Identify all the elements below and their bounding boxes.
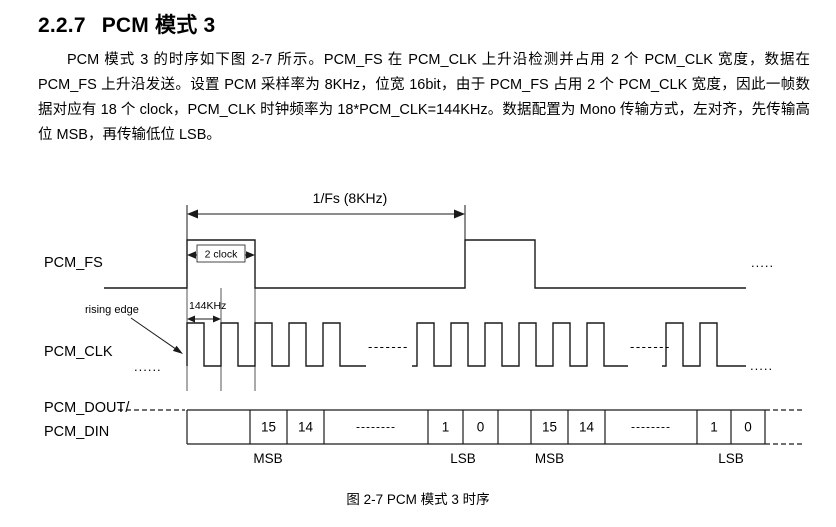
pcm-fs-label: PCM_FS xyxy=(44,255,103,271)
data-cell-frame2-bit15: 15 xyxy=(542,420,557,435)
data-cell-frame1-bit0: 0 xyxy=(477,420,485,435)
data-cell-frame1-bit14: 14 xyxy=(298,420,314,435)
rising-edge-label: rising edge xyxy=(85,304,139,316)
frame-period-label: 1/Fs (8KHz) xyxy=(313,190,388,206)
pcm-clk-waveform-segment-3 xyxy=(662,322,746,367)
data-cell-frame1-bit15: 15 xyxy=(261,420,276,435)
data-cell-frame2-gap: -------- xyxy=(631,420,671,434)
msb-label-1: MSB xyxy=(253,451,282,466)
data-band xyxy=(118,409,802,445)
two-clock-label-box xyxy=(196,244,246,263)
text-content: 2.2.7 PCM 模式 3 PCM 模式 3 的时序如下图 2-7 所示。PCM… xyxy=(0,12,836,148)
clk-period-arrowhead-left xyxy=(187,315,195,323)
lsb-label-2: LSB xyxy=(718,451,744,466)
figure-caption: 图 2-7 PCM 模式 3 时序 xyxy=(346,492,490,507)
section-title: PCM 模式 3 xyxy=(101,14,216,37)
clk-gap-dashes-2: ------- xyxy=(630,339,671,354)
pcm-dout-label: PCM_DOUT/ xyxy=(44,400,130,416)
figure-timing-diagram: 1/Fs (8KHz) 2 clock rising edge 144KHz P… xyxy=(0,188,836,480)
lsb-label-1: LSB xyxy=(450,451,476,466)
two-clock-arrowhead-left xyxy=(187,251,196,259)
waveforms xyxy=(104,239,746,367)
pcm-clk-label: PCM_CLK xyxy=(44,344,113,360)
fs-continuation-dots: ..... xyxy=(751,255,774,270)
clk-gap-dashes-1: ------- xyxy=(368,339,409,354)
data-band-right-continuation xyxy=(765,409,802,445)
clk-left-continuation-dots: ...... xyxy=(134,359,162,374)
pcm-clk-waveform-segment-2 xyxy=(412,322,628,367)
data-band-dividers xyxy=(186,410,766,444)
frame-period-end-ticks xyxy=(186,205,466,240)
section-number: 2.2.7 xyxy=(38,14,86,37)
two-clock-label: 2 clock xyxy=(205,249,238,261)
data-cell-frame2-bit14: 14 xyxy=(579,420,595,435)
data-band-outline xyxy=(187,409,765,445)
rising-edge-arrowhead xyxy=(172,345,183,354)
body-paragraph: PCM 模式 3 的时序如下图 2-7 所示。PCM_FS 在 PCM_CLK … xyxy=(38,52,810,143)
rising-edge-arrow xyxy=(130,317,176,349)
two-clock-arrowhead-right xyxy=(246,251,255,259)
timing-diagram: 1/Fs (8KHz) 2 clock rising edge 144KHz P… xyxy=(44,190,802,466)
section-heading: 2.2.7 PCM 模式 3 xyxy=(38,12,810,40)
frame-period-arrowhead-left xyxy=(187,209,198,219)
data-cell-frame1-bit1: 1 xyxy=(442,420,450,435)
data-cell-frame2-bit0: 0 xyxy=(744,420,752,435)
diagram-texts: 1/Fs (8KHz) 2 clock rising edge 144KHz P… xyxy=(44,190,774,466)
pcm-din-label: PCM_DIN xyxy=(44,424,109,440)
clk-freq-label: 144KHz xyxy=(189,300,226,312)
msb-label-2: MSB xyxy=(535,451,564,466)
clk-right-continuation-dots: ..... xyxy=(750,358,773,373)
data-cell-frame2-bit1: 1 xyxy=(710,420,718,435)
pcm-fs-waveform xyxy=(104,239,746,289)
pcm-clk-waveform-segment-1 xyxy=(186,322,366,367)
arrows xyxy=(130,205,466,354)
frame-period-arrowhead-right xyxy=(454,209,465,219)
clk-period-arrowhead-right xyxy=(213,315,221,323)
data-cell-frame1-gap: -------- xyxy=(356,420,396,434)
